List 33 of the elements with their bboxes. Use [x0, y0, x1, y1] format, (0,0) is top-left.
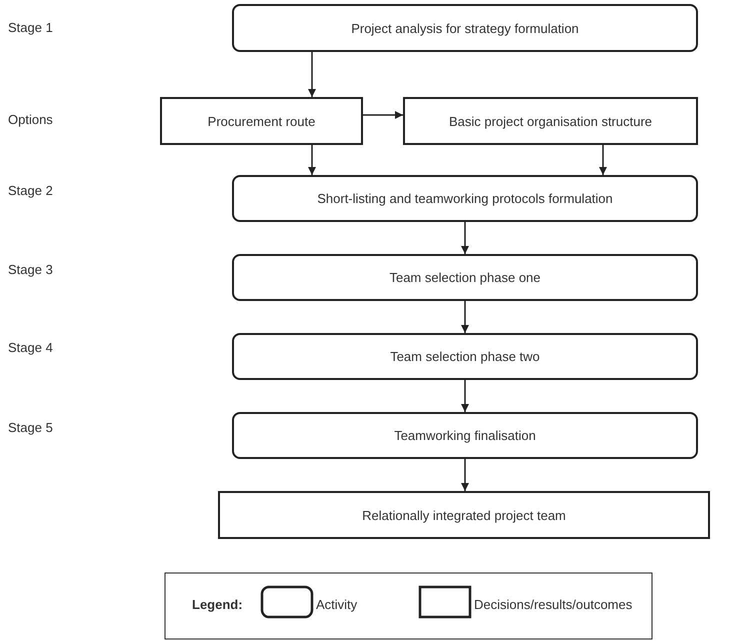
node-text: Team selection phase two: [390, 349, 540, 364]
arrow: [461, 222, 469, 254]
arrow: [461, 380, 469, 412]
legend-text: Activity: [316, 597, 358, 612]
arrow: [599, 145, 607, 175]
node-text: Procurement route: [208, 114, 316, 128]
arrow: [461, 459, 469, 491]
arrow: [308, 145, 316, 175]
outcome-box: [160, 97, 363, 145]
arrow: [461, 301, 469, 333]
activity-box: [232, 175, 698, 222]
legend-text: Decisions/results/outcomes: [474, 597, 632, 612]
node-text: Project analysis for strategy formulation: [351, 20, 579, 36]
outcome-box: [403, 97, 698, 145]
arrow: [363, 111, 403, 119]
activity-box: [232, 254, 698, 301]
arrow: [308, 52, 316, 97]
stage-label: Stage 3: [8, 262, 53, 277]
stage-label: Options: [8, 112, 53, 127]
stage-label: Stage 1: [8, 20, 53, 35]
stage-label: Stage 5: [8, 420, 53, 435]
node-text: Basic project organisation structure: [448, 114, 652, 128]
stage-label: Stage 2: [8, 183, 53, 198]
outcome-box: [218, 491, 710, 539]
legend-title: Legend:: [192, 597, 243, 612]
node-text: Short-listing and teamworking protocols formulation: [317, 191, 613, 206]
node-text: Teamworking finalisation: [394, 428, 536, 443]
activity-box: [232, 333, 698, 380]
activity-box: [232, 412, 698, 459]
node-text: Team selection phase one: [389, 270, 541, 285]
activity-box: [232, 4, 698, 52]
stage-label: Stage 4: [8, 340, 53, 355]
node-text: Relationally integrated project team: [362, 508, 566, 522]
